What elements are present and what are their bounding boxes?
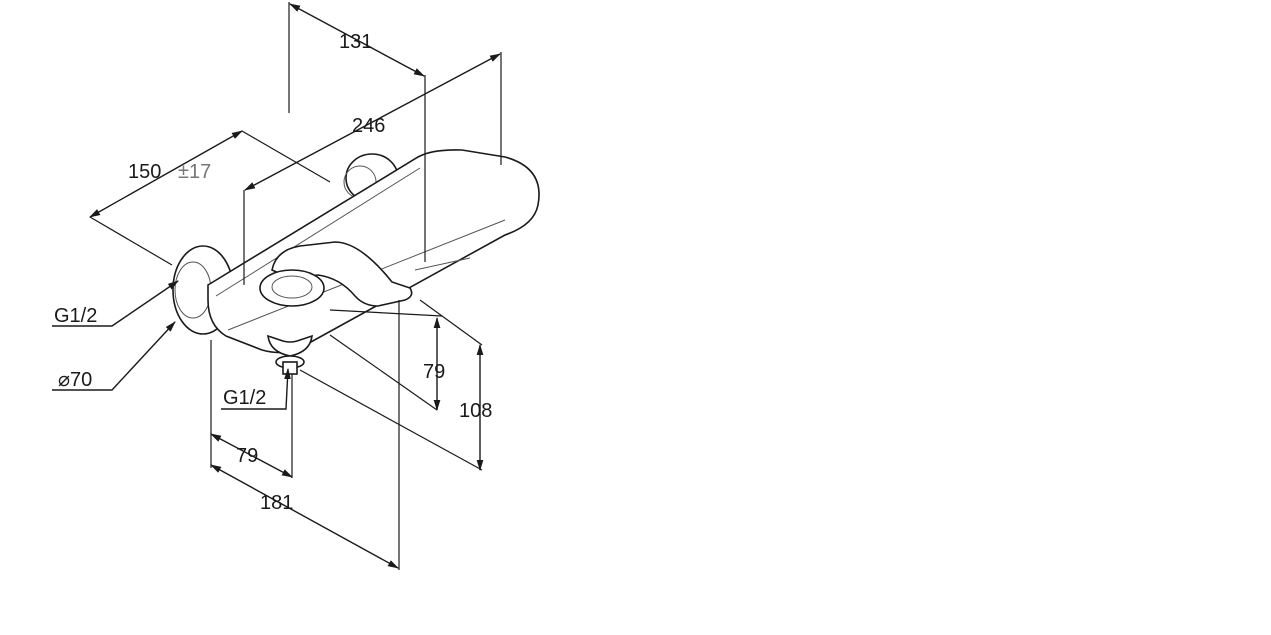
dim-246-label: 246 — [352, 115, 385, 137]
dim-79-horizontal-label: 79 — [236, 445, 258, 467]
dimension-lines — [52, 2, 502, 570]
outlet-nipple — [267, 334, 313, 357]
dim-181-label: 181 — [260, 492, 293, 514]
cartridge-cap — [259, 269, 325, 307]
dim-150-label: 150 — [128, 161, 161, 183]
dim-108-label: 108 — [459, 400, 492, 422]
callout-outlet-thread: G1/2 — [223, 387, 266, 409]
dim-131-label: 131 — [339, 31, 372, 53]
callout-wall-thread: G1/2 — [54, 305, 97, 327]
faucet-body — [172, 149, 540, 375]
callout-rosette-diameter: ⌀70 — [58, 369, 92, 391]
dim-150-tolerance: ±17 — [178, 161, 211, 183]
lever-handle — [271, 241, 413, 307]
dimension-labels: 131 246 150 ±17 79 108 79 181 G1/2 ⌀70 G… — [54, 31, 492, 514]
dim-79-vertical-label: 79 — [423, 361, 445, 383]
